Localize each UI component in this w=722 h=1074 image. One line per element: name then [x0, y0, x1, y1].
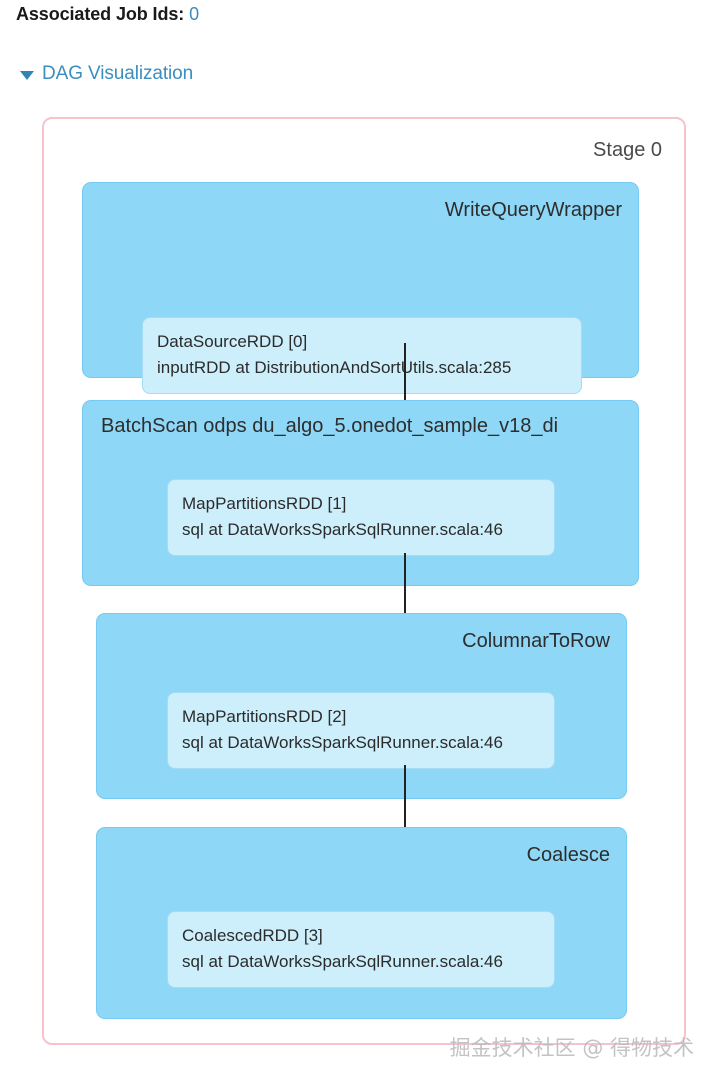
dag-visualization-label: DAG Visualization — [42, 63, 194, 84]
stage-title: Stage 0 — [593, 139, 662, 161]
rdd-node[interactable]: CoalescedRDD [3] sql at DataWorksSparkSq… — [167, 911, 555, 988]
associated-job-ids: Associated Job Ids: 0 — [16, 4, 199, 25]
operator-label: WriteQueryWrapper — [444, 199, 622, 221]
rdd-name: CoalescedRDD [3] — [182, 926, 323, 945]
operator-label: ColumnarToRow — [462, 630, 610, 652]
operator-label: Coalesce — [526, 844, 610, 866]
rdd-callsite: inputRDD at DistributionAndSortUtils.sca… — [157, 357, 512, 377]
dag-visualization-toggle[interactable]: DAG Visualization — [20, 63, 193, 85]
associated-job-ids-value[interactable]: 0 — [189, 4, 199, 24]
triangle-down-icon — [20, 70, 34, 80]
watermark: 掘金技术社区 @ 得物技术 — [449, 1036, 694, 1060]
rdd-name: MapPartitionsRDD [2] — [182, 707, 347, 726]
rdd-callsite: sql at DataWorksSparkSqlRunner.scala:46 — [182, 732, 503, 752]
operator-box[interactable]: BatchScan odps du_algo_5.onedot_sample_v… — [82, 400, 639, 586]
associated-job-ids-label: Associated Job Ids: — [16, 4, 185, 24]
rdd-name: MapPartitionsRDD [1] — [182, 494, 347, 513]
stage-container: Stage 0 WriteQueryWrapper DataSourceRDD … — [42, 117, 686, 1045]
operator-box[interactable]: Coalesce CoalescedRDD [3] sql at DataWor… — [96, 827, 627, 1019]
operator-label: BatchScan odps du_algo_5.onedot_sample_v… — [101, 415, 559, 437]
rdd-callsite: sql at DataWorksSparkSqlRunner.scala:46 — [182, 519, 503, 539]
rdd-callsite: sql at DataWorksSparkSqlRunner.scala:46 — [182, 951, 503, 971]
rdd-node[interactable]: MapPartitionsRDD [2] sql at DataWorksSpa… — [167, 692, 555, 769]
operator-box[interactable]: ColumnarToRow MapPartitionsRDD [2] sql a… — [96, 613, 627, 799]
operator-box[interactable]: WriteQueryWrapper DataSourceRDD [0] inpu… — [82, 182, 639, 394]
rdd-name: DataSourceRDD [0] — [157, 332, 308, 351]
rdd-node[interactable]: MapPartitionsRDD [1] sql at DataWorksSpa… — [167, 479, 555, 556]
rdd-node[interactable]: DataSourceRDD [0] inputRDD at Distributi… — [142, 317, 582, 394]
